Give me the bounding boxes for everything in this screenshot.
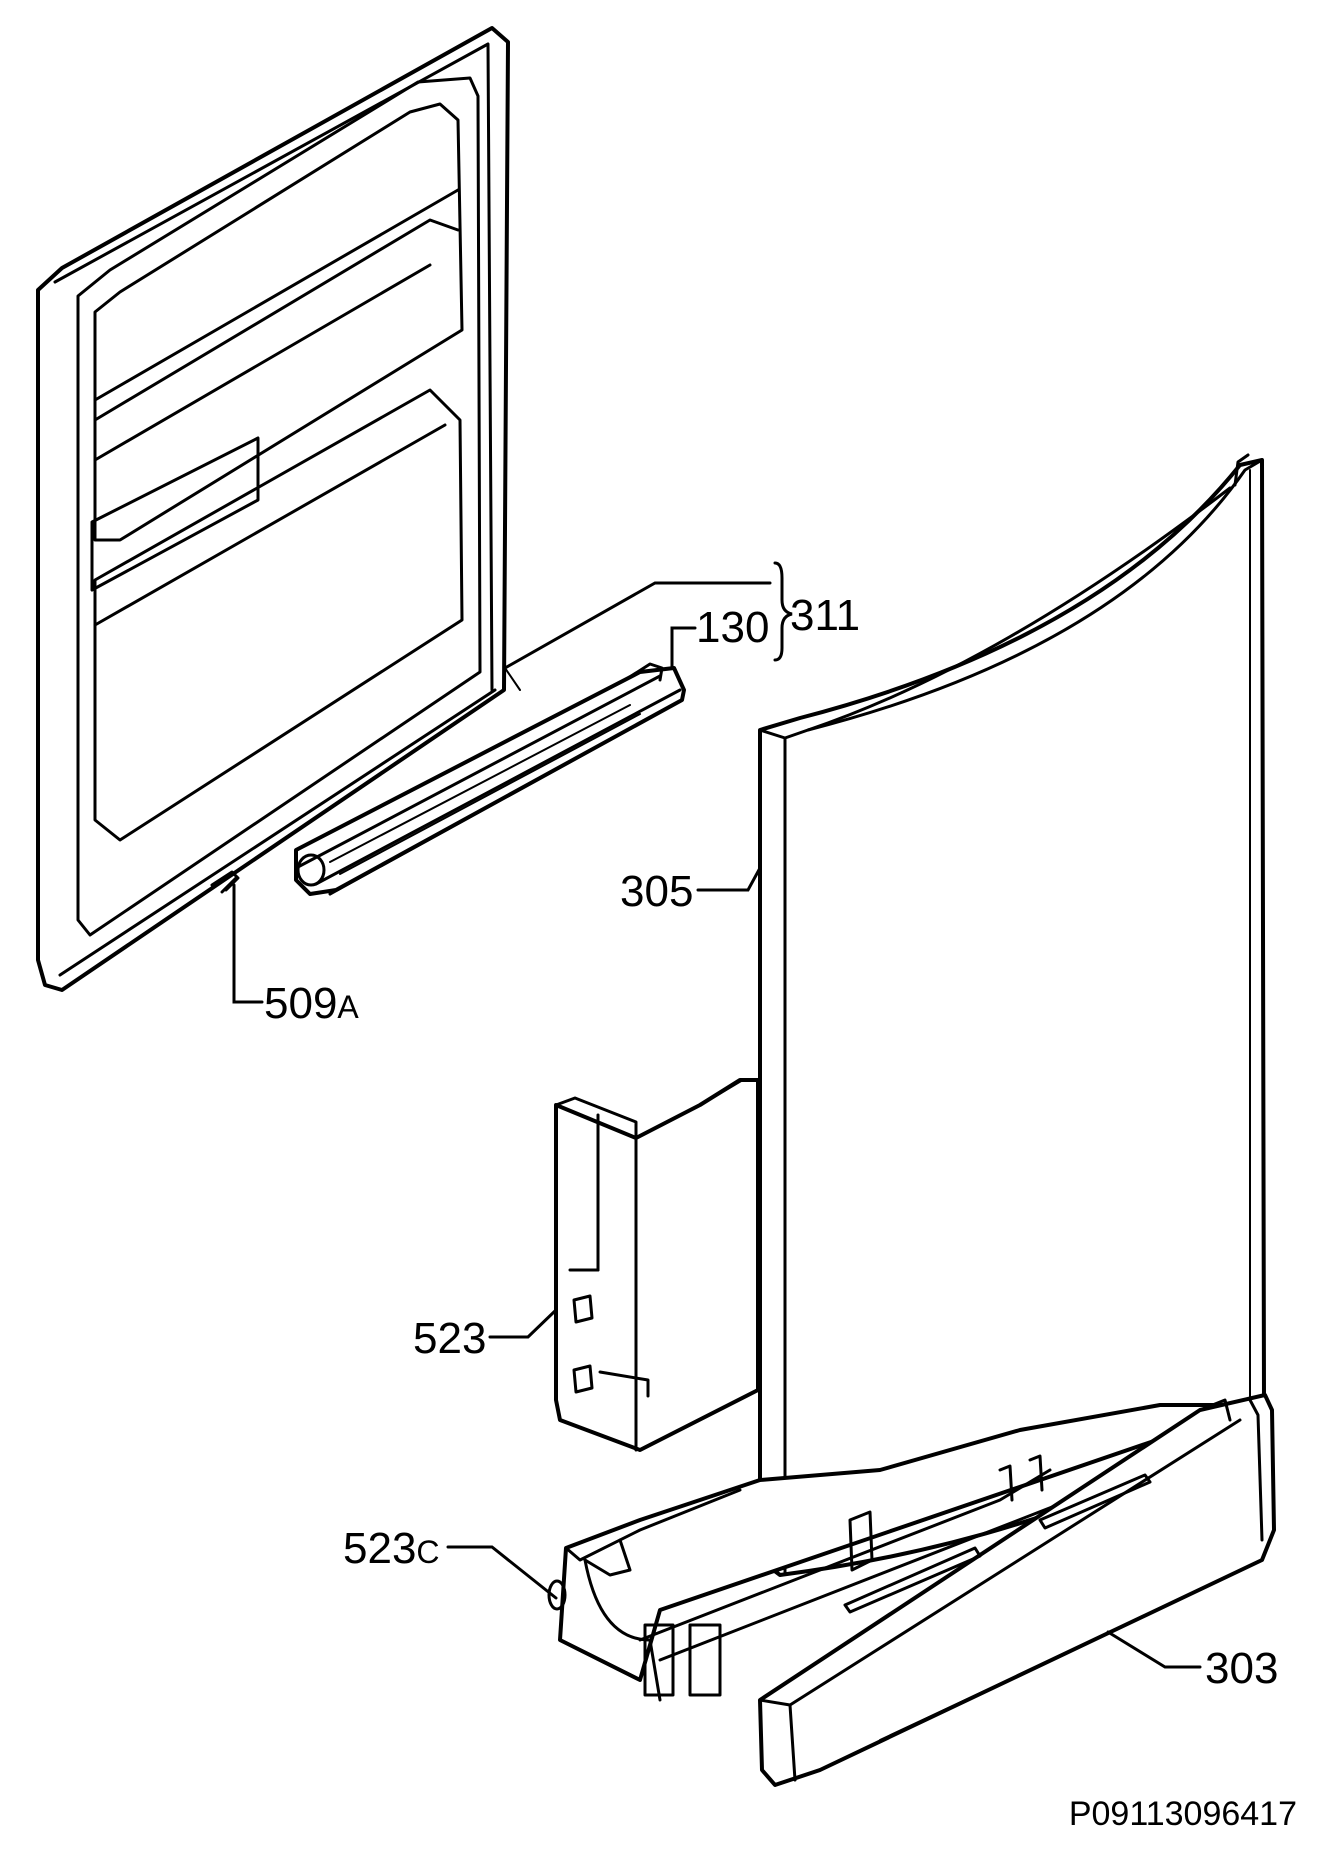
leader-509a [232, 883, 264, 1004]
callout-303: 303 [1205, 1644, 1278, 1693]
callout-311: 311 [790, 591, 860, 640]
box-523 [554, 1078, 760, 1452]
callout-523c: 523C [343, 1524, 440, 1573]
brace-311 [773, 561, 793, 662]
leader-303 [1106, 1630, 1202, 1669]
leader-311 [503, 581, 772, 670]
seal-strip-130 [294, 662, 686, 896]
plinth-panel-303 [758, 1393, 1276, 1787]
leader-523c [446, 1545, 558, 1600]
hinge-pin-509a [210, 870, 240, 894]
leader-523 [488, 1308, 558, 1339]
leader-lines [232, 561, 1202, 1669]
callout-305: 305 [620, 867, 693, 916]
callout-130: 130 [696, 603, 769, 652]
leader-305 [696, 866, 762, 892]
callout-523: 523 [413, 1314, 486, 1363]
drawing-code: P09113096417 [1069, 1795, 1297, 1833]
callout-509a: 509A [264, 979, 359, 1028]
inner-door-panel [36, 26, 521, 992]
leader-130 [670, 626, 697, 670]
